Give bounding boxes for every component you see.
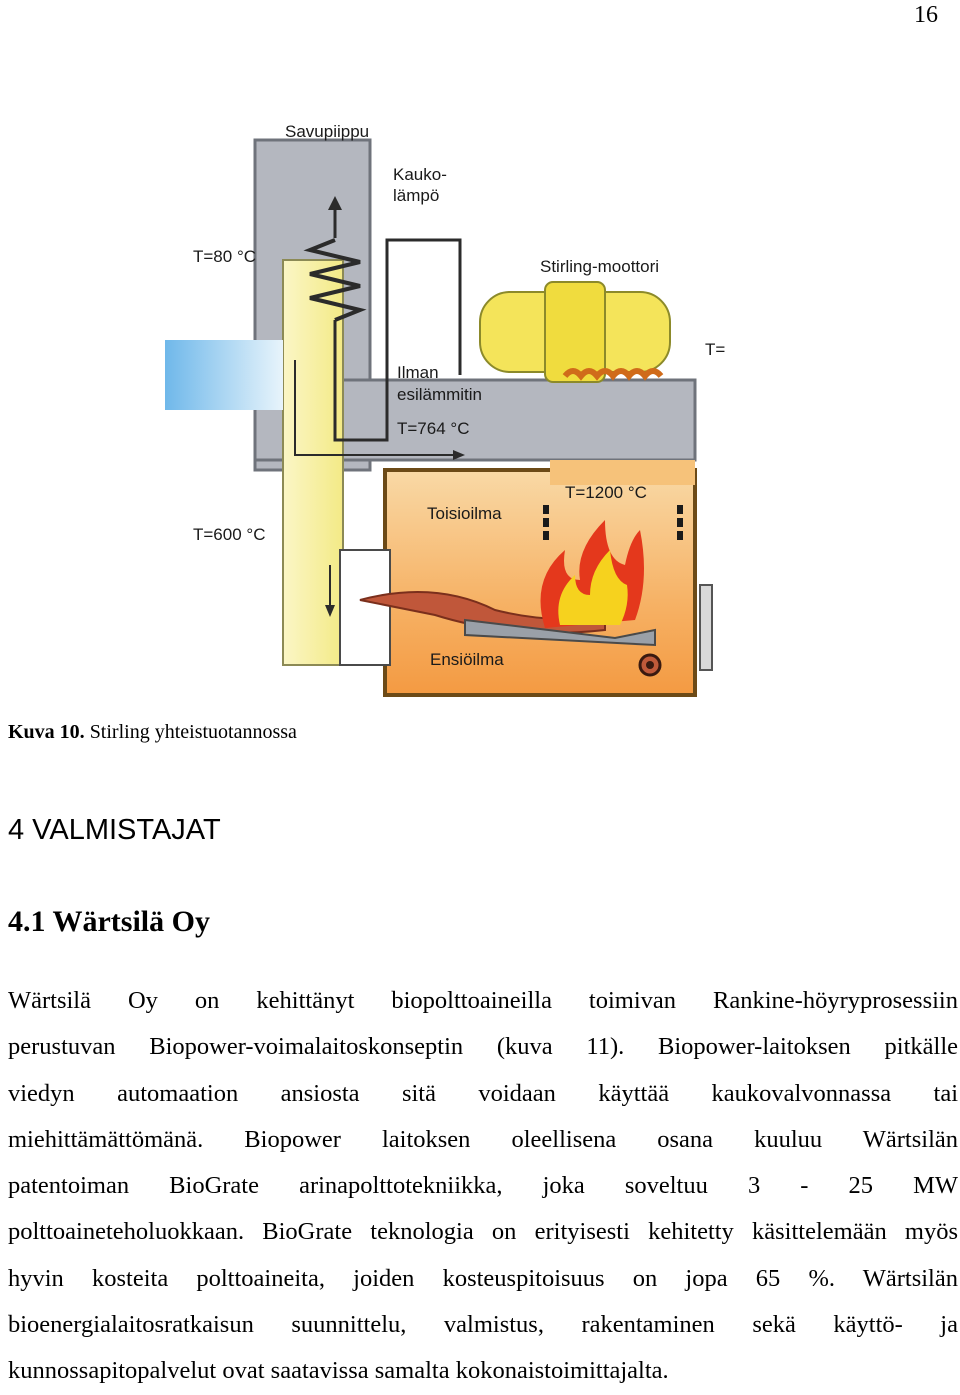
body-line: polttoaineteholuokkaan. BioGrate teknolo… bbox=[8, 1218, 958, 1246]
caption-text: Stirling yhteistuotannossa bbox=[84, 721, 297, 743]
body-line: bioenergialaitosratkaisun suunnittelu, v… bbox=[8, 1311, 958, 1339]
inlet-air-arrow bbox=[165, 340, 283, 410]
label-district-heat-2: lämpö bbox=[393, 186, 439, 205]
body-line: perustuvan Biopower-voimalaitoskonseptin… bbox=[8, 1033, 958, 1061]
label-air-preheater-1: Ilman bbox=[397, 363, 439, 382]
label-district-heat-1: Kauko- bbox=[393, 165, 447, 184]
heat-exchanger-coil bbox=[303, 238, 367, 322]
label-t764: T=764 °C bbox=[397, 419, 469, 438]
stirling-cogeneration-figure: Savupiippu Kauko- lämpö Stirling-moottor… bbox=[135, 110, 768, 710]
label-t80: T=80 °C bbox=[193, 247, 256, 266]
subsection-heading: 4.1 Wärtsilä Oy bbox=[8, 905, 210, 938]
body-line: viedyn automaation ansiosta sitä voidaan… bbox=[8, 1079, 958, 1107]
label-t1200: T=1200 °C bbox=[565, 483, 647, 502]
body-paragraph: Wärtsilä Oy on kehittänyt biopolttoainei… bbox=[8, 978, 958, 1395]
body-line: patentoiman BioGrate arinapolttotekniikk… bbox=[8, 1172, 958, 1200]
section-heading: 4 VALMISTAJAT bbox=[8, 814, 221, 846]
figure-caption: Kuva 10. Stirling yhteistuotannossa bbox=[8, 721, 297, 744]
air-preheater-column bbox=[282, 259, 344, 666]
label-secondary-air: Toisioilma bbox=[427, 504, 502, 523]
body-line: kunnossapitopalvelut ovat saatavissa sam… bbox=[8, 1357, 669, 1385]
page-number: 16 bbox=[914, 2, 938, 28]
district-heat-pipe bbox=[333, 238, 462, 442]
stirling-diagram: Savupiippu Kauko- lämpö Stirling-moottor… bbox=[165, 122, 768, 697]
label-chimney: Savupiippu bbox=[285, 122, 369, 141]
label-air-preheater-2: esilämmitin bbox=[397, 385, 482, 404]
body-line: hyvin kosteita polttoaineita, joiden kos… bbox=[8, 1264, 958, 1292]
label-t60: T=60 °C bbox=[705, 340, 725, 359]
body-line: Wärtsilä Oy on kehittänyt biopolttoainei… bbox=[8, 987, 958, 1014]
body-line: miehittämättömänä. Biopower laitoksen ol… bbox=[8, 1125, 958, 1153]
label-t600: T=600 °C bbox=[193, 525, 265, 544]
label-stirling: Stirling-moottori bbox=[540, 257, 659, 276]
grate bbox=[464, 618, 656, 647]
fuel-feed bbox=[339, 549, 391, 666]
label-primary-air: Ensiöilma bbox=[430, 650, 504, 669]
caption-label: Kuva 10. bbox=[8, 721, 85, 743]
